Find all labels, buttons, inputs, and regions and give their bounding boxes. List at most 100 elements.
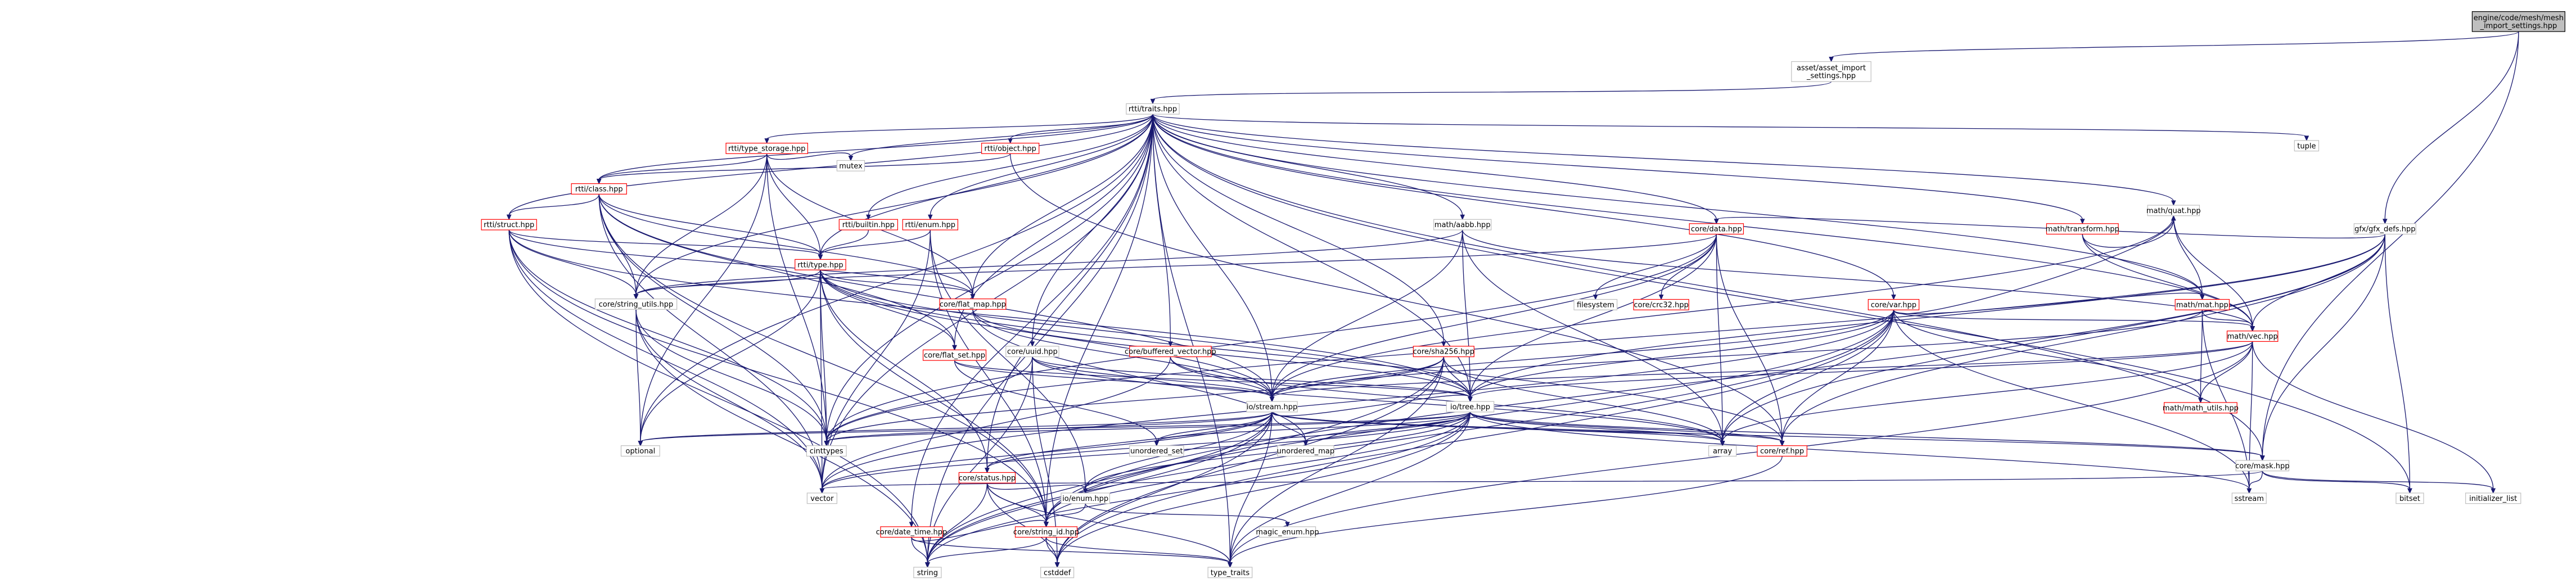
node-core-var[interactable]: core/var.hpp [1867,299,1920,310]
node-core-data[interactable]: core/data.hpp [1689,223,1744,235]
edge-line [820,270,988,469]
node-magic-enum: magic_enum.hpp [1256,526,1319,538]
edge-line [508,229,823,489]
node-cinttypes: cinttypes [806,445,847,457]
edge-arrowhead [2383,219,2388,225]
edge-line [1893,310,2250,489]
node-core-flat-set[interactable]: core/flat_set.hpp [922,349,987,361]
node-core-status[interactable]: core/status.hpp [959,472,1016,483]
node-box [2226,331,2279,342]
edge-rtti_type_storage-to-rtti_class [596,153,768,184]
node-root: engine/code/mesh/mesh_import_settings.hp… [2471,11,2565,32]
edge-core_var-to-math_quat [1893,215,2176,314]
node-label: io/stream.hpp [1247,403,1297,412]
edge-arrowhead [506,214,512,220]
node-math-aabb[interactable]: math/aabb.hpp [1433,219,1492,231]
node-rtti-enum[interactable]: rtti/enum.hpp [902,219,958,231]
node-rtti-type-storage[interactable]: rtti/type_storage.hpp [725,142,808,154]
node-label: initializer_list [2469,495,2517,503]
node-label: math/vec.hpp [2227,333,2278,341]
node-cstddef: cstddef [1040,567,1075,579]
edge-line [635,309,823,489]
edge-line [1595,234,1717,296]
node-math-mat[interactable]: math/mat.hpp [2175,299,2230,310]
node-label: core/flat_set.hpp [924,351,985,360]
edge-line [1045,503,1086,523]
node-box [1207,567,1253,579]
edge-rtti_type-to-optional [638,270,821,446]
edge-line [820,229,931,256]
edge-rtti_struct-to-rtti_type [508,229,823,260]
edge-line [986,114,1153,469]
node-io-stream[interactable]: io/stream.hpp [1246,401,1298,413]
edge-line [820,269,973,295]
edge-io_enum-to-magic_enum [1085,503,1290,528]
node-rtti-object[interactable]: rtti/object.hpp [981,142,1040,154]
edge-rtti_type-to-core_flat_set [820,270,957,351]
node-core-uuid[interactable]: core/uuid.hpp [1005,346,1059,358]
node-rtti-class[interactable]: rtti/class.hpp [571,183,627,195]
edge-line [635,309,827,442]
edge-math_mat-to-math_vec [2201,310,2255,332]
edge-rtti_traits-to-rtti_type_storage [764,114,1153,144]
node-core-string-id[interactable]: core/string_id.hpp [1013,526,1079,538]
node-filesystem: filesystem [1573,299,1618,310]
edge-io_stream-to-optional [638,412,1273,446]
edge-core_sha256-to-io_stream [1269,356,1445,403]
edge-arrowhead [1228,562,1233,568]
node-core-flat-map[interactable]: core/flat_map.hpp [939,299,1007,310]
node-gfx-defs[interactable]: gfx/gfx_defs.hpp [2353,223,2416,235]
edge-line [1271,341,2253,398]
node-core-date-time[interactable]: core/date_time.hpp [876,526,948,538]
edge-line [1305,412,1471,442]
node-box [620,445,660,457]
edge-gfx_defs-to-array [1720,234,2385,446]
edge-arrowhead [970,294,976,300]
node-core-ref[interactable]: core/ref.hpp [1757,445,1807,457]
node-core-string-utils[interactable]: core/string_utils.hpp [594,299,678,310]
edge-line [1271,310,1894,398]
node-unordered-set: unordered_set [1129,445,1184,457]
edge-line [1010,153,1783,442]
edge-arrowhead [1154,441,1160,446]
node-io-enum[interactable]: io/enum.hpp [1061,492,1110,504]
node-core-crc32[interactable]: core/crc32.hpp [1633,299,1689,310]
edge-line [1229,341,2253,563]
edge-line [1152,114,2411,489]
node-rtti-builtin[interactable]: rtti/builtin.hpp [838,219,898,231]
node-label: cstddef [1044,569,1071,577]
node-box [2046,223,2119,235]
edge-line [820,270,955,346]
node-rtti-struct[interactable]: rtti/struct.hpp [481,219,537,231]
edge-core_var-to-io_tree [1468,310,1894,403]
node-label: magic_enum.hpp [1256,528,1319,537]
edge-io_tree-to-core_mask [1469,412,2265,462]
edge-io_stream-to-cinttypes [824,412,1273,446]
edge-line [508,229,1471,398]
node-core-sha256[interactable]: core/sha256.hpp [1413,346,1474,358]
edge-line [640,412,1471,442]
node-unordered-map: unordered_map [1277,445,1334,457]
node-math-transform[interactable]: math/transform.hpp [2046,223,2119,235]
edge-line [1057,412,1471,563]
node-label: unordered_set [1130,448,1183,456]
edge-arrowhead [1779,441,1785,446]
node-asset[interactable]: asset/asset_import_settings.hpp [1791,61,1871,82]
edge-line [2384,31,2519,220]
node-core-mask[interactable]: core/mask.hpp [2235,460,2290,472]
node-rtti-type[interactable]: rtti/type.hpp [795,259,846,270]
edge-line [2173,215,2203,296]
edge-io_stream-to-cstddef [1054,412,1273,568]
node-math-vec[interactable]: math/vec.hpp [2226,331,2279,342]
node-label: sstream [2235,495,2264,503]
node-box [1867,299,1920,310]
node-math-quat[interactable]: math/quat.hpp [2146,205,2201,216]
edge-line [822,471,2263,490]
edge-core_data-to-io_stream [1269,234,1717,403]
node-core-buffered-vector[interactable]: core/buffered_vector.hpp [1125,346,1216,358]
node-box [2235,460,2290,472]
node-math-math-utils[interactable]: math/math_utils.hpp [2163,402,2239,414]
node-io-tree[interactable]: io/tree.hpp [1446,401,1495,413]
node-rtti-traits[interactable]: rtti/traits.hpp [1126,103,1180,115]
node-label: optional [626,448,656,456]
